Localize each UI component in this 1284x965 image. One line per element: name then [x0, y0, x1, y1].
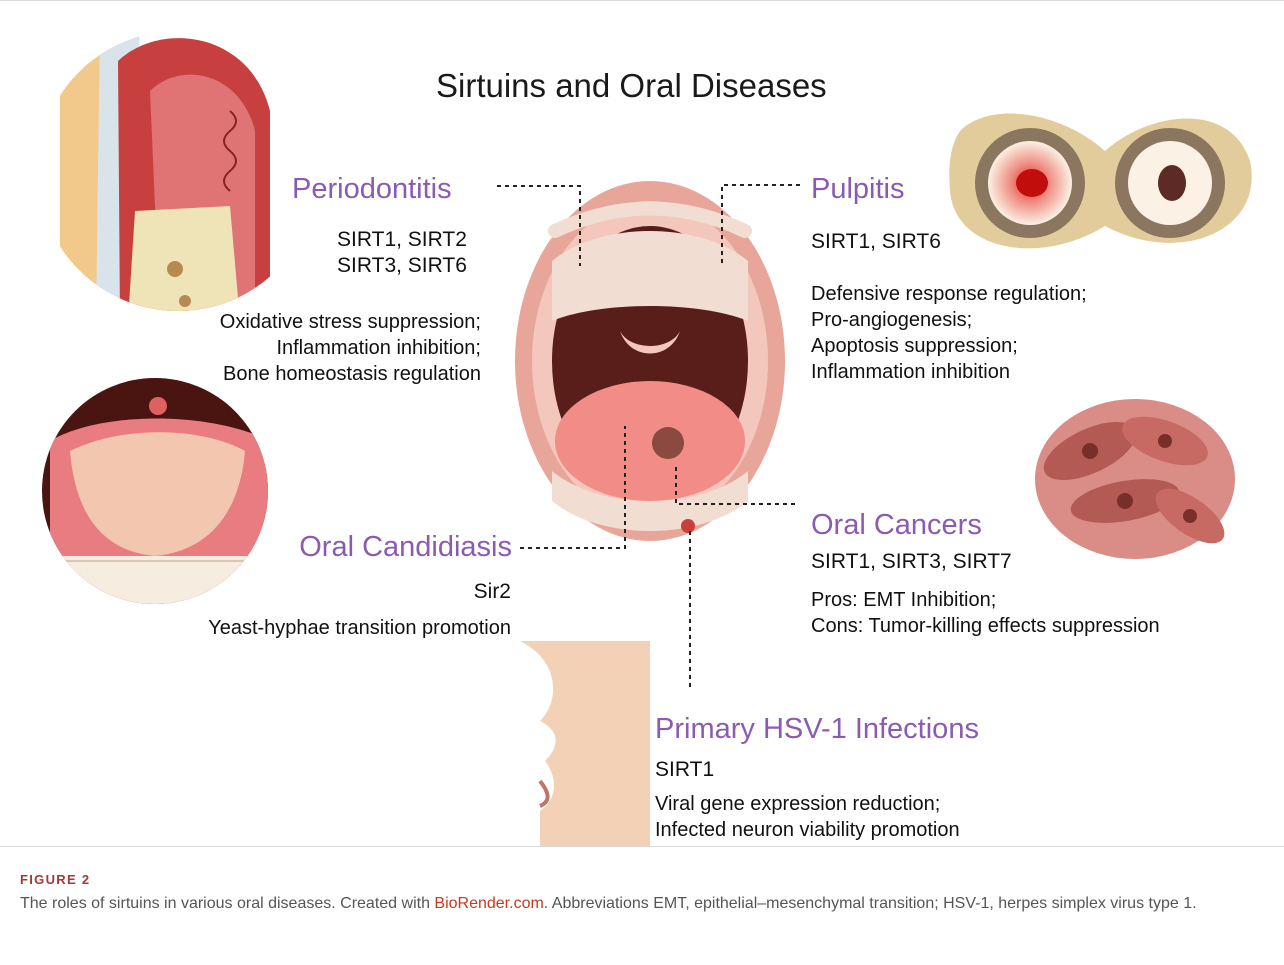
oral-cancers-sirtuins-line1: SIRT1, SIRT3, SIRT7	[811, 551, 1012, 572]
hsv1-sirtuins-line1: SIRT1	[655, 759, 714, 780]
candidiasis-heading: Oral Candidiasis	[299, 533, 512, 562]
oral-cancers-heading: Oral Cancers	[811, 511, 982, 540]
pulpitis-effect-2: Pro-angiogenesis;	[811, 307, 972, 333]
periodontitis-effect-1: Oxidative stress suppression;	[220, 309, 481, 335]
caption-text-after-link: . Abbreviations EMT, epithelial–mesenchy…	[544, 895, 1197, 912]
hsv1-effect-1: Viral gene expression reduction;	[655, 791, 940, 817]
pulpitis-effect-1: Defensive response regulation;	[811, 281, 1087, 307]
periodontitis-effect-2: Inflammation inhibition;	[276, 335, 481, 361]
oral-cancers-effect-1: Pros: EMT Inhibition;	[811, 587, 996, 613]
candidiasis-effect-1: Yeast-hyphae transition promotion	[208, 615, 511, 641]
pulpitis-illustration	[949, 114, 1251, 249]
biorender-link[interactable]: BioRender.com	[434, 895, 543, 912]
pulpitis-effect-4: Inflammation inhibition	[811, 359, 1010, 385]
cancer-cells-illustration	[1035, 399, 1235, 559]
figure-caption: The roles of sirtuins in various oral di…	[20, 892, 1260, 915]
caption-text-before-link: The roles of sirtuins in various oral di…	[20, 895, 434, 912]
pulpitis-effect-3: Apoptosis suppression;	[811, 333, 1018, 359]
pulpitis-sirtuins-line1: SIRT1, SIRT6	[811, 231, 941, 252]
diagram-title: Sirtuins and Oral Diseases	[436, 69, 827, 102]
hsv1-heading: Primary HSV-1 Infections	[655, 715, 979, 744]
periodontitis-heading: Periodontitis	[292, 175, 452, 204]
periodontitis-effect-3: Bone homeostasis regulation	[223, 361, 481, 387]
figure-label: FIGURE 2	[20, 872, 90, 887]
pulpitis-heading: Pulpitis	[811, 175, 905, 204]
hsv1-effect-2: Infected neuron viability promotion	[655, 817, 960, 843]
periodontitis-sirtuins-line2: SIRT3, SIRT6	[337, 255, 467, 276]
candidiasis-sirtuins-line1: Sir2	[474, 581, 511, 602]
mouth-illustration	[515, 181, 785, 541]
oral-cancers-effect-2: Cons: Tumor-killing effects suppression	[811, 613, 1160, 639]
periodontitis-illustration	[30, 21, 330, 321]
candidiasis-illustration	[40, 376, 280, 616]
illustration	[0, 1, 1284, 846]
face-profile-illustration	[520, 641, 650, 846]
figure-panel: Sirtuins and Oral Diseases Periodontitis…	[0, 0, 1284, 847]
periodontitis-sirtuins-line1: SIRT1, SIRT2	[337, 229, 467, 250]
